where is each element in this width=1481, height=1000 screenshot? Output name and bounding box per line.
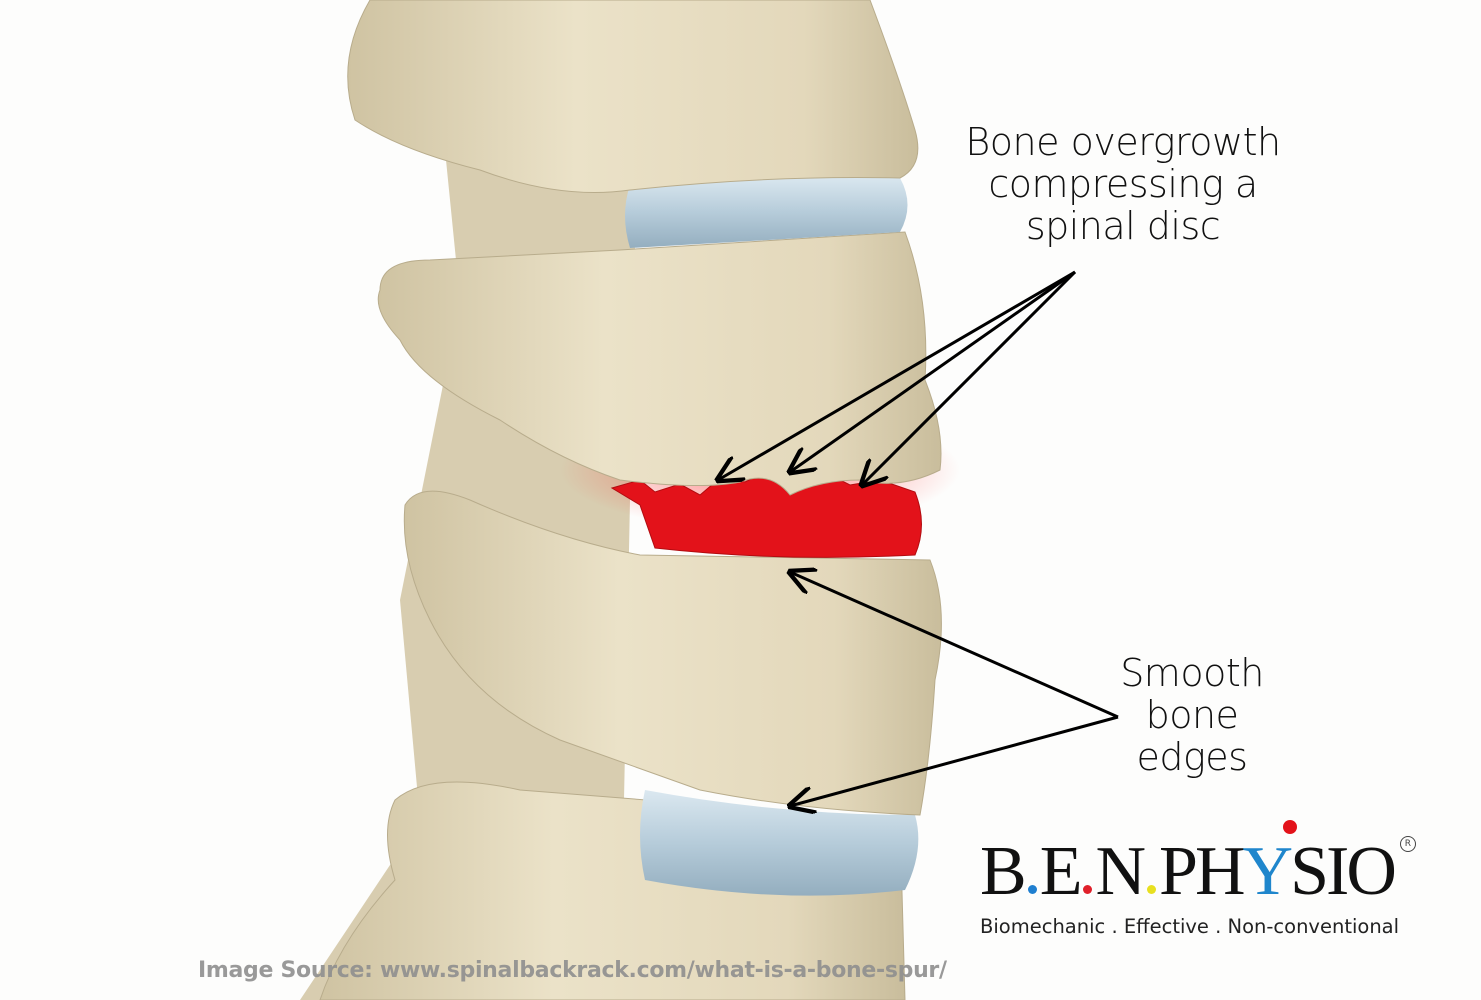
healthy-disc-lower	[640, 790, 919, 896]
image-source-credit: Image Source: www.spinalbackrack.com/wha…	[198, 958, 947, 983]
bone-overgrowth-label: Bone overgrowth compressing a spinal dis…	[923, 121, 1323, 247]
vertebra-1	[347, 0, 919, 193]
logo-letter: SIO	[1290, 833, 1397, 910]
logo-letter: PH	[1159, 833, 1246, 910]
person-figure-icon	[1283, 820, 1297, 834]
label-line: Smooth	[1120, 651, 1264, 695]
arrows-smooth-edges	[790, 572, 1119, 806]
red-dot	[1083, 885, 1093, 894]
registered-mark: R	[1399, 836, 1416, 852]
logo-tagline: Biomechanic . Effective . Non-convention…	[980, 915, 1400, 938]
healthy-disc-upper	[625, 176, 908, 248]
blue-dot	[1027, 885, 1037, 894]
logo-letter: B	[980, 833, 1027, 910]
label-line: Bone overgrowth	[965, 120, 1281, 164]
label-line: compressing a	[988, 162, 1258, 206]
label-line: edges	[1136, 735, 1248, 779]
smooth-edges-label: Smooth bone edges	[1042, 652, 1342, 778]
label-line: bone	[1145, 693, 1239, 737]
logo-letter: E	[1039, 833, 1083, 910]
yellow-dot	[1147, 885, 1157, 894]
logo-letter: N	[1095, 833, 1146, 910]
logo-figure-y: Y	[1242, 833, 1294, 910]
vertebra-2	[377, 231, 942, 496]
arrows-overgrowth	[718, 270, 1077, 485]
label-line: spinal disc	[1025, 204, 1221, 248]
